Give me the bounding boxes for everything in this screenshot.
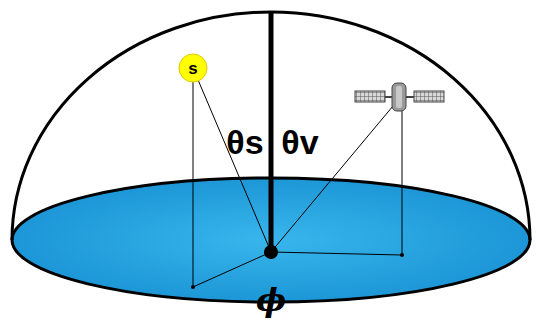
satellite-symbol: [355, 83, 444, 111]
view-ray: [271, 100, 398, 252]
sun-azimuth: [193, 252, 271, 287]
zenith-line: [269, 12, 274, 252]
view-azimuth: [271, 252, 402, 255]
sun-symbol: [179, 54, 207, 82]
view-projection: [402, 104, 403, 255]
target-point: [264, 245, 278, 259]
sun-label: s: [188, 60, 197, 77]
sun-projection: [193, 82, 194, 287]
azimuth-label: ϕ: [256, 284, 286, 316]
sun-foot: [191, 285, 195, 289]
solar-zenith-label: θs: [226, 125, 263, 159]
view-zenith-label: θv: [281, 125, 318, 159]
view-foot: [400, 253, 404, 257]
sun-ray: [193, 68, 271, 252]
